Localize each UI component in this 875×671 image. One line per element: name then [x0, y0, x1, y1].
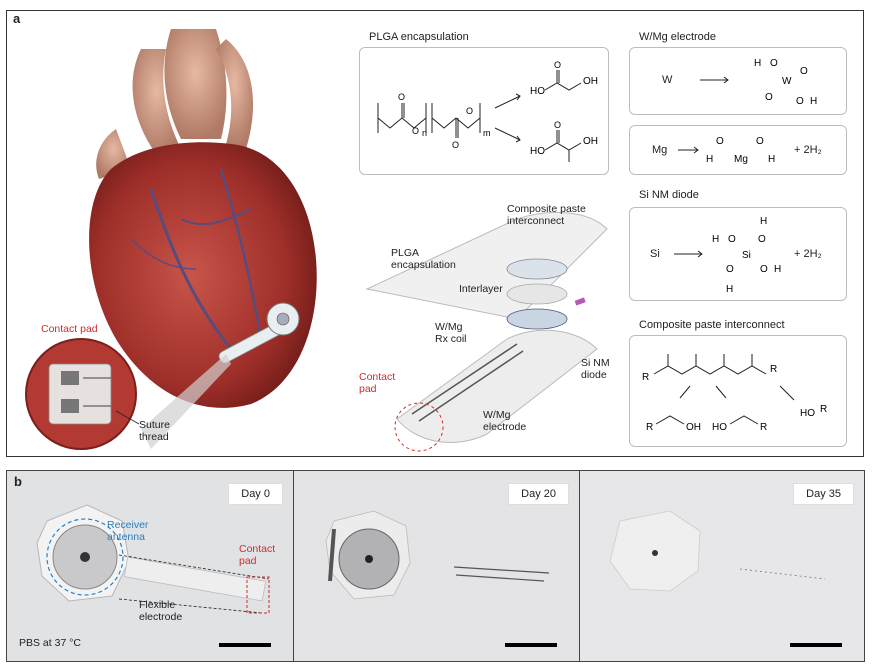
- svg-text:Si: Si: [742, 250, 751, 261]
- svg-text:H: H: [726, 284, 733, 295]
- svg-text:H: H: [754, 58, 761, 69]
- photo-day-35: Day 35: [579, 470, 865, 662]
- panel-a-letter: a: [13, 11, 21, 26]
- panel-b-letter: b: [14, 474, 22, 489]
- svg-text:n: n: [422, 128, 427, 138]
- w-symbol: W: [662, 74, 673, 86]
- svg-text:R: R: [820, 404, 827, 415]
- plga-chem-box: n m O O O O HO O OH HO O OH: [359, 47, 609, 175]
- exploded-contact-label: Contact pad: [359, 371, 396, 395]
- svg-text:R: R: [646, 422, 653, 433]
- svg-text:W: W: [782, 76, 792, 87]
- day-20-tag: Day 20: [508, 483, 569, 505]
- photo-day-20: Day 20: [293, 470, 580, 662]
- receiver-antenna-label: Receiver antenna: [107, 519, 149, 543]
- device-day-35: [609, 510, 826, 592]
- contact-pad-label: Contact pad: [41, 323, 98, 335]
- svg-text:O: O: [452, 140, 459, 150]
- svg-text:R: R: [642, 372, 649, 383]
- exploded-diode-label: Si NM diode: [581, 357, 610, 381]
- svg-text:H: H: [774, 264, 781, 275]
- exploded-coil-label: W/Mg Rx coil: [435, 321, 467, 345]
- svg-text:O: O: [466, 106, 473, 116]
- scale-bar-day-20: [505, 643, 557, 647]
- svg-text:OH: OH: [583, 136, 598, 147]
- si-reaction: H O Si O H O H O H: [674, 216, 781, 295]
- svg-text:O: O: [756, 136, 764, 147]
- svg-text:R: R: [760, 422, 767, 433]
- exploded-composite-label: Composite paste interconnect: [507, 203, 586, 227]
- svg-text:HO: HO: [530, 146, 545, 157]
- svg-text:m: m: [483, 128, 491, 138]
- exploded-electrode-label: W/Mg electrode: [483, 409, 527, 433]
- exploded-plga-label: PLGA encapsulation: [391, 247, 456, 271]
- device-day-0: [36, 504, 270, 614]
- svg-text:HO: HO: [712, 422, 727, 433]
- svg-text:R: R: [770, 364, 777, 375]
- svg-text:H: H: [760, 216, 767, 227]
- paste-box-title: Composite paste interconnect: [639, 319, 785, 331]
- wmg-box-title: W/Mg electrode: [639, 31, 717, 43]
- scale-bar-day-35: [790, 643, 842, 647]
- plga-box-title: PLGA encapsulation: [369, 31, 469, 43]
- plga-structure: n m O O O O HO O OH HO O OH: [377, 60, 598, 162]
- si-chem-box: Si H O Si O H O H O H + 2H₂: [629, 207, 847, 301]
- svg-text:H: H: [810, 96, 817, 107]
- heart-illustration: [25, 29, 317, 450]
- photo-day-0: Day 0 Receiver antenna Contact pad Flexi…: [6, 470, 294, 662]
- w-chem-box: W H O W O O O H: [629, 47, 847, 115]
- svg-text:O: O: [554, 120, 561, 130]
- day-0-tag: Day 0: [228, 483, 283, 505]
- svg-text:OH: OH: [686, 422, 701, 433]
- svg-text:O: O: [728, 234, 736, 245]
- svg-text:O: O: [412, 126, 419, 136]
- exploded-interlayer-label: Interlayer: [459, 283, 503, 295]
- svg-text:H: H: [712, 234, 719, 245]
- panel-a: a: [6, 10, 864, 457]
- flexible-electrode-label: Flexible electrode: [139, 599, 183, 623]
- svg-text:O: O: [726, 264, 734, 275]
- svg-text:O: O: [760, 264, 768, 275]
- svg-text:OH: OH: [583, 76, 598, 87]
- mg-chem-box: Mg H O Mg O H + 2H₂: [629, 125, 847, 175]
- contact-pad-label-b: Contact pad: [239, 543, 276, 567]
- svg-text:HO: HO: [800, 408, 815, 419]
- scale-bar-day-0: [219, 643, 271, 647]
- mg-h2: + 2H₂: [794, 144, 822, 156]
- svg-text:HO: HO: [530, 86, 545, 97]
- pbs-label: PBS at 37 °C: [19, 637, 81, 649]
- si-h2: + 2H₂: [794, 248, 822, 260]
- svg-text:Mg: Mg: [734, 154, 748, 165]
- mg-reaction: H O Mg O H: [678, 136, 775, 165]
- paste-chem-box: R R R OH HO R HO R: [629, 335, 847, 447]
- svg-text:O: O: [770, 58, 778, 69]
- svg-text:O: O: [554, 60, 561, 70]
- paste-reaction: R R R OH HO R HO R: [642, 354, 827, 433]
- day-35-tag: Day 35: [793, 483, 854, 505]
- svg-text:O: O: [800, 66, 808, 77]
- svg-text:O: O: [758, 234, 766, 245]
- si-box-title: Si NM diode: [639, 189, 699, 201]
- svg-text:O: O: [765, 92, 773, 103]
- exploded-device: [365, 211, 608, 452]
- svg-text:H: H: [706, 154, 713, 165]
- suture-thread-label: Suture thread: [139, 419, 170, 443]
- svg-text:H: H: [768, 154, 775, 165]
- svg-text:O: O: [796, 96, 804, 107]
- svg-text:O: O: [716, 136, 724, 147]
- mg-symbol: Mg: [652, 144, 668, 156]
- w-reaction: H O W O O O H: [700, 58, 817, 107]
- device-day-20: [325, 510, 550, 600]
- si-symbol: Si: [650, 248, 660, 260]
- svg-text:O: O: [398, 92, 405, 102]
